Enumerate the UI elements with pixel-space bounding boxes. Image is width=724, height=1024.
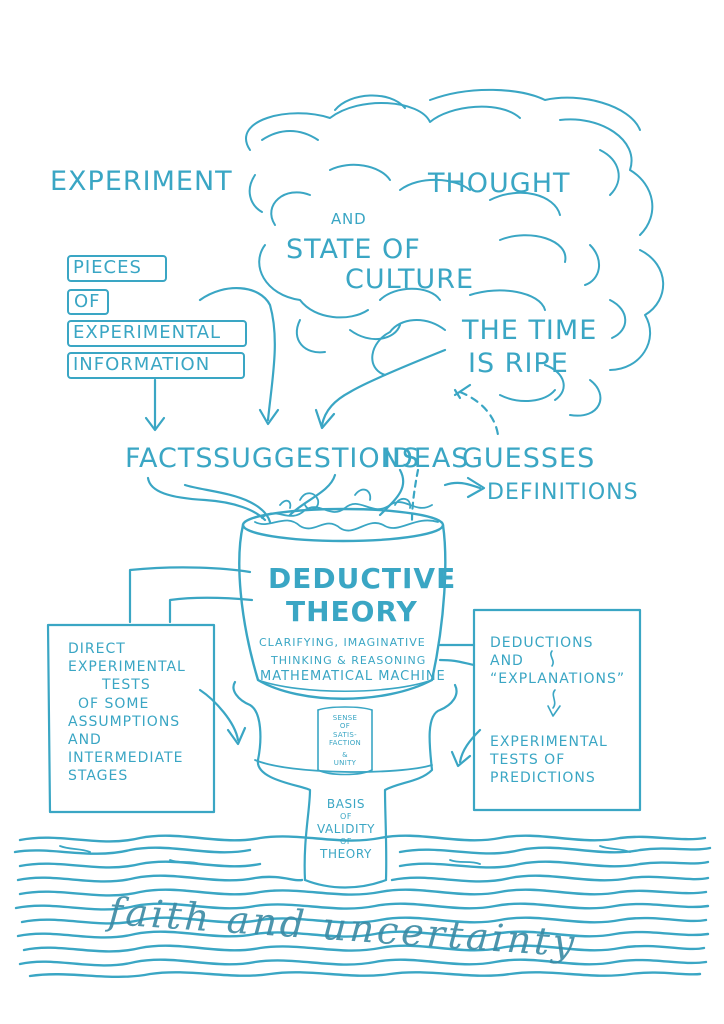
thought-cloud (245, 88, 665, 417)
right-box-top-text: DEDUCTIONS AND “EXPLANATIONS” (490, 634, 625, 689)
label-basis-theory: THEORY (320, 847, 372, 861)
left-box-line-1: DIRECT (68, 641, 126, 657)
label-information: INFORMATION (73, 354, 211, 375)
label-time-ripe-1: THE TIME (462, 315, 598, 346)
label-basis-block: BASIS OF VALIDITY OF THEORY (307, 797, 385, 862)
left-box-line-3: TESTS (102, 677, 151, 694)
label-theory: THEORY (286, 595, 418, 628)
label-suggestions: SUGGESTIONS (213, 443, 420, 474)
right-box-line-4: EXPERIMENTAL (490, 734, 608, 750)
label-time-ripe-2: IS RIPE (468, 348, 569, 379)
left-box-line-5: ASSUMPTIONS (68, 713, 181, 730)
label-basis: BASIS (326, 797, 366, 811)
pieces-boxes (67, 255, 247, 379)
label-definitions: DEFINITIONS (487, 480, 639, 505)
left-box (46, 566, 254, 814)
left-box-line-2: EXPERIMENTAL (68, 659, 186, 676)
label-basis-of: OF (339, 812, 353, 821)
label-pieces: PIECES (73, 257, 142, 278)
left-box-line-8: STAGES (68, 768, 129, 785)
label-satis: SATIS- (333, 730, 357, 739)
label-unity: UNITY (333, 758, 357, 767)
label-validity: VALIDITY (316, 822, 376, 836)
funnel-base (232, 680, 458, 889)
label-facts: FACTS (125, 443, 214, 474)
label-basis-of-2: OF (339, 837, 353, 846)
right-box-line-1: DEDUCTIONS (490, 635, 594, 651)
right-box-line-2: AND (490, 653, 524, 670)
right-box-line-5: TESTS OF (490, 752, 566, 769)
water (13, 834, 712, 979)
deductive-can (238, 507, 447, 700)
right-box-line-3: “EXPLANATIONS” (490, 671, 626, 688)
label-thought: THOUGHT (428, 168, 571, 199)
input-arrows (144, 287, 500, 437)
left-box-line-6: AND (68, 731, 102, 748)
label-clarifying: CLARIFYING, IMAGINATIVE (259, 636, 426, 649)
label-experiment: EXPERIMENT (50, 166, 233, 197)
left-box-line-4: OF SOME (78, 695, 150, 712)
label-and: AND (331, 210, 367, 228)
label-experimental: EXPERIMENTAL (73, 322, 222, 343)
right-box-line-6: PREDICTIONS (490, 770, 596, 787)
label-faction: FACTION (328, 739, 362, 748)
label-ideas: IDEAS (383, 443, 470, 474)
right-box-bottom-text: EXPERIMENTAL TESTS OF PREDICTIONS (490, 733, 608, 788)
label-deductive: DEDUCTIVE (268, 562, 457, 595)
label-sense-of: OF (339, 722, 351, 731)
right-box (438, 608, 642, 812)
label-sense-block: SENSE OF SATIS- FACTION & UNITY (320, 714, 370, 767)
label-thinking: THINKING & REASONING (271, 654, 427, 667)
label-culture: CULTURE (345, 264, 475, 295)
label-guesses: GUESSES (462, 443, 596, 474)
label-state-of: STATE OF (286, 234, 421, 265)
label-of: OF (74, 291, 101, 312)
label-sense: SENSE (332, 714, 358, 722)
left-box-line-7: INTERMEDIATE (68, 750, 184, 767)
label-machine: MATHEMATICAL MACHINE (260, 669, 446, 684)
left-box-text: DIRECT EXPERIMENTAL TESTS OF SOME ASSUMP… (68, 640, 186, 786)
label-ampersand: & (342, 750, 348, 759)
